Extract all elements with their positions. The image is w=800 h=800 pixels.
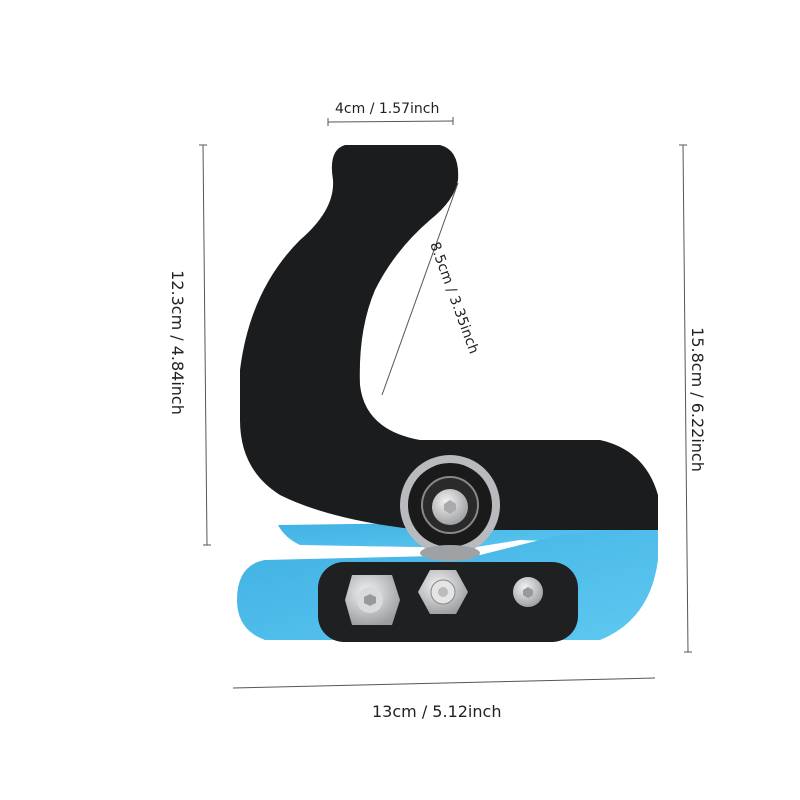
left-height-label: 12.3cm / 4.84inch: [167, 270, 187, 415]
dimension-lines: [199, 117, 692, 689]
top-width-label: 4cm / 1.57inch: [335, 101, 440, 117]
right-height-label: 15.8cm / 6.22inch: [687, 327, 707, 472]
black-handle: [240, 145, 658, 530]
bottom-width-label: 13cm / 5.12inch: [372, 702, 502, 721]
bearing-wheel: [400, 455, 500, 561]
nut-center: [418, 570, 468, 614]
bolt-left: [345, 575, 400, 625]
bolt-right: [513, 577, 543, 607]
